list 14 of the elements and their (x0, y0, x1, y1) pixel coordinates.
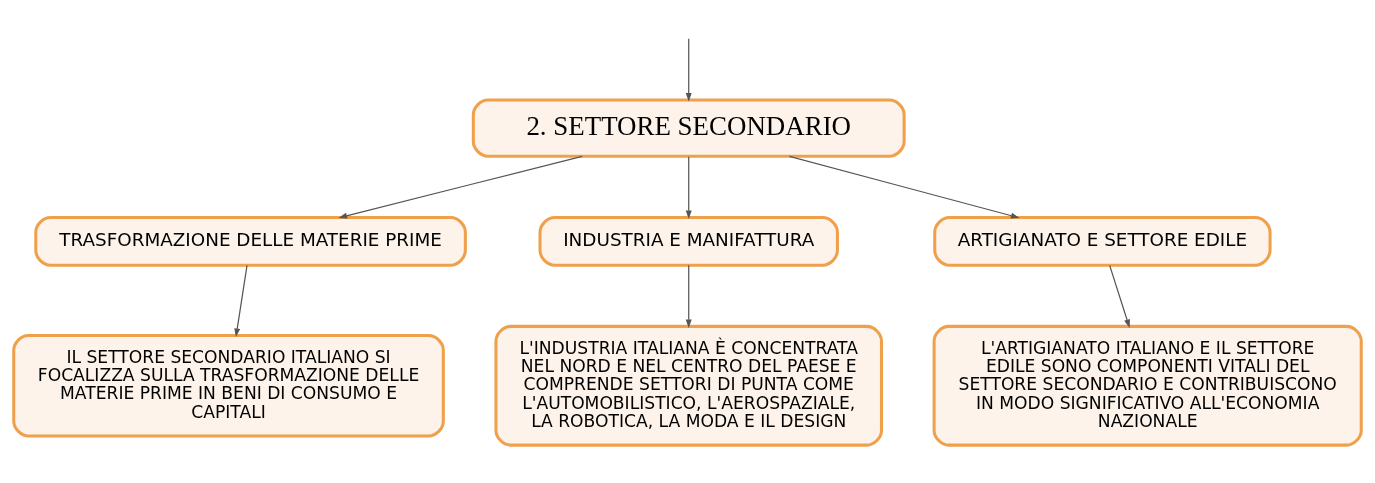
node-box: ARTIGIANATO E SETTORE EDILE (933, 215, 1272, 267)
arrow (1109, 264, 1130, 328)
node-box: L'INDUSTRIA ITALIANA È CONCENTRATA NEL NORD E NEL CENTRO DEL PAESE E COMPRENDE SETTORI DI PUNTA COME L'AUTOMOBILISTICO, L'AEROSPAZIALE, LA ROBOTICA, LA MODA E IL DESIGN (494, 324, 883, 447)
arrow (788, 155, 1020, 219)
node-box: IL SETTORE SECONDARIO ITALIANO SI FOCALIZZA SULLA TRASFORMAZIONE DELLE MATERIE PRIME IN BENI DI CONSUMO E CAPITALI (12, 334, 445, 438)
arrow (685, 156, 692, 219)
arrow (338, 155, 583, 219)
arrow (234, 264, 248, 338)
node-box: 2. SETTORE SECONDARIO (471, 98, 906, 158)
node-box: L'ARTIGIANATO ITALIANO E IL SETTORE EDILE SONO COMPONENTI VITALI DEL SETTORE SECONDARIO E CONTRIBUISCONO IN MODO SIGNIFICATIVO ALL'ECONOMIA NAZIONALE (932, 324, 1363, 447)
arrow (685, 38, 692, 102)
node-box: INDUSTRIA E MANIFATTURA (538, 215, 839, 267)
node-box: TRASFORMAZIONE DELLE MATERIE PRIME (34, 215, 467, 267)
arrow (685, 264, 692, 329)
